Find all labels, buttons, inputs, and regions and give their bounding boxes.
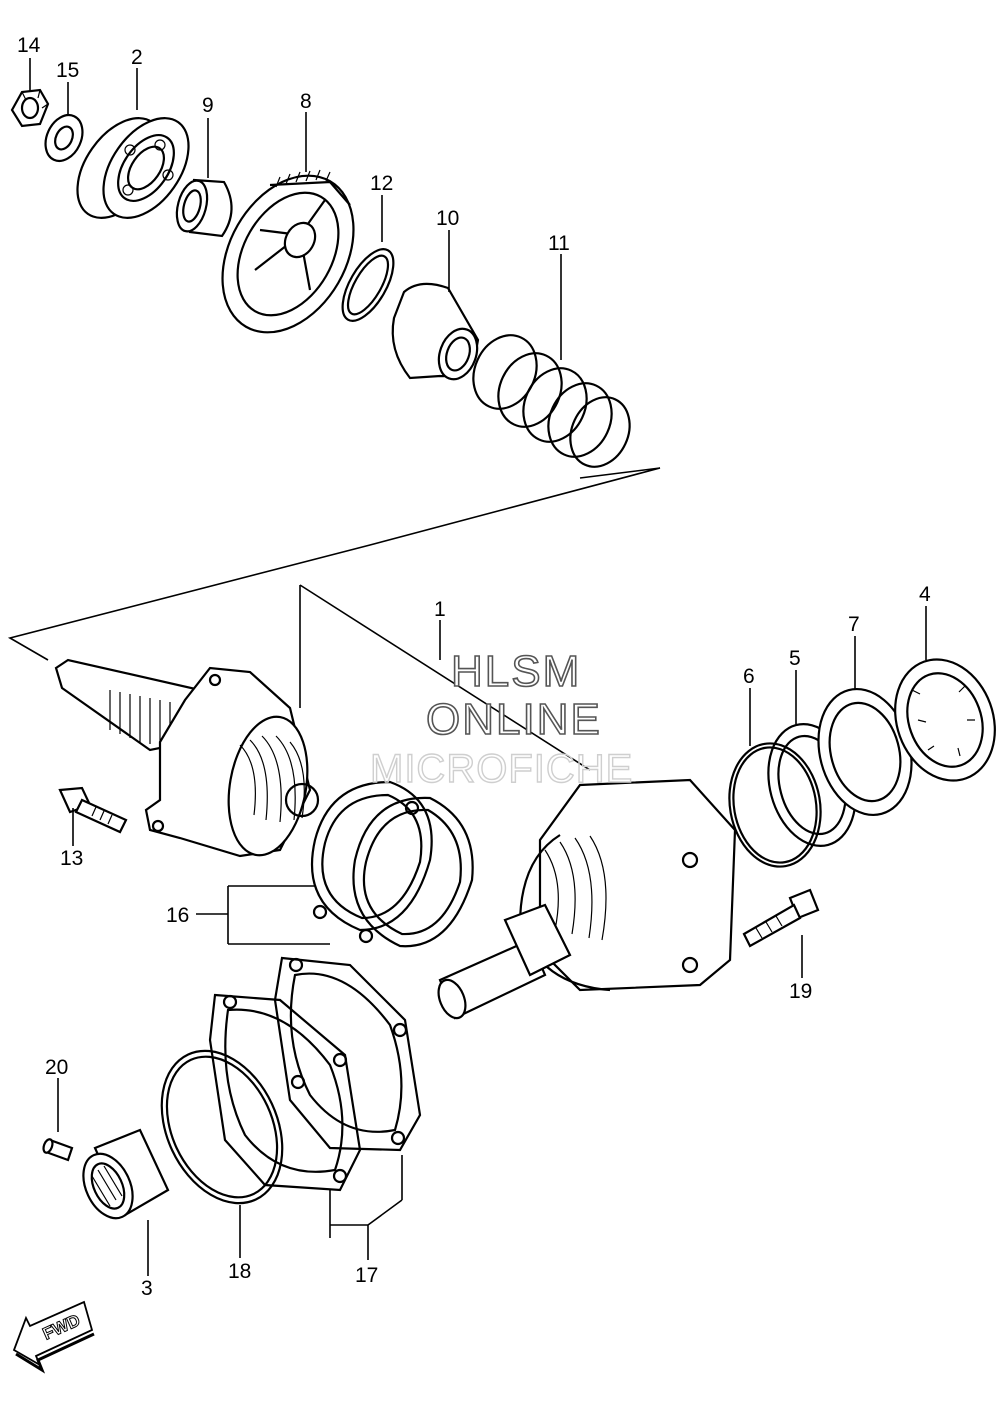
part-6-o-ring bbox=[728, 742, 822, 868]
leader-lines bbox=[29, 58, 927, 1276]
callout-11: 11 bbox=[548, 232, 570, 255]
callout-16: 16 bbox=[166, 904, 189, 927]
part-3-needle-bearing bbox=[82, 1128, 170, 1220]
callout-2: 2 bbox=[131, 46, 143, 69]
callout-18: 18 bbox=[228, 1260, 251, 1283]
callout-17: 17 bbox=[355, 1264, 378, 1287]
part-19-bolt bbox=[742, 888, 820, 948]
part-16-gaskets bbox=[310, 780, 474, 948]
watermark-line-1: HLSM bbox=[451, 647, 581, 696]
callout-9: 9 bbox=[202, 94, 214, 117]
part-1-pinion-housing bbox=[437, 778, 737, 1020]
callout-1: 1 bbox=[434, 598, 446, 621]
part-2-ball-bearing bbox=[76, 117, 190, 219]
part-14-nut bbox=[10, 88, 50, 128]
watermark-line-2: ONLINE bbox=[426, 695, 602, 744]
callout-19: 19 bbox=[789, 980, 812, 1003]
callout-7: 7 bbox=[848, 613, 860, 636]
part-4-ring-nut bbox=[894, 658, 996, 782]
part-18-o-ring bbox=[160, 1049, 284, 1205]
callout-5: 5 bbox=[789, 647, 801, 670]
part-17-gaskets bbox=[208, 956, 422, 1192]
callout-labels: 14 15 2 9 8 12 10 11 1 4 7 5 6 13 16 19 … bbox=[17, 34, 931, 1300]
watermark: HLSM ONLINE MICROFICHE bbox=[369, 646, 633, 792]
callout-20: 20 bbox=[45, 1056, 68, 1079]
callout-14: 14 bbox=[17, 34, 41, 57]
forward-direction-badge: FWD bbox=[12, 1300, 95, 1374]
part-13-bolt bbox=[58, 786, 128, 834]
part-12-circlip bbox=[341, 248, 395, 322]
callout-8: 8 bbox=[300, 90, 312, 113]
part-9-bushing bbox=[175, 178, 233, 238]
callout-3: 3 bbox=[141, 1277, 153, 1300]
callout-15: 15 bbox=[56, 59, 79, 82]
callout-6: 6 bbox=[743, 665, 755, 688]
part-1-drive-shaft-gear bbox=[54, 658, 320, 858]
assembly-guide-lines bbox=[7, 467, 661, 771]
part-20-pin bbox=[42, 1138, 74, 1162]
callout-12: 12 bbox=[370, 172, 393, 195]
callout-13: 13 bbox=[60, 847, 83, 870]
watermark-line-3: MICROFICHE bbox=[370, 747, 633, 791]
callout-10: 10 bbox=[436, 207, 459, 230]
part-8-gear bbox=[221, 169, 355, 334]
part-10-clutch-sleeve bbox=[391, 282, 480, 381]
part-15-washer bbox=[44, 113, 84, 163]
callout-4: 4 bbox=[919, 583, 931, 606]
part-11-spring bbox=[472, 334, 631, 468]
